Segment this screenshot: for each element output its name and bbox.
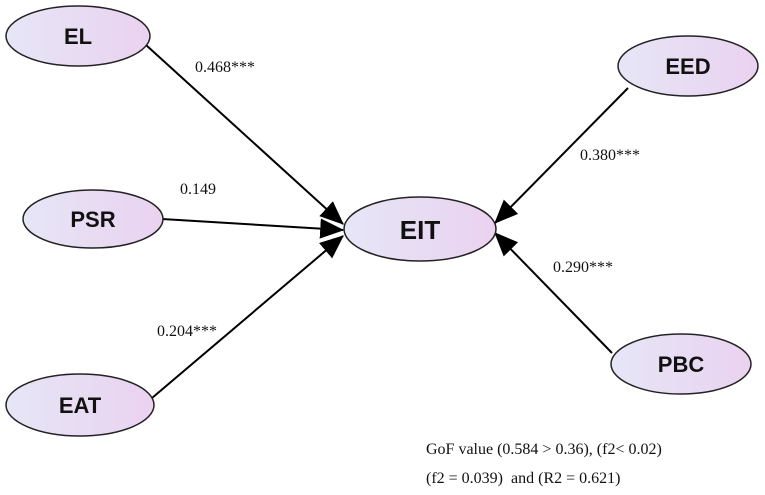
coef-el-eit: 0.468*** [195,59,255,76]
node-pbc-label: PBC [658,352,705,377]
node-eit: EIT [343,196,497,262]
node-pbc: PBC [610,333,752,395]
node-eed-label: EED [665,54,710,79]
node-eit-label: EIT [400,215,441,245]
path-eat-to-eit [151,235,344,399]
coef-psr-eit: 0.149 [180,181,216,198]
fit-note-line2: (f2 = 0.039) and (R2 = 0.621) [426,470,621,487]
path-psr-to-eit [161,218,345,239]
coef-eed-eit: 0.380*** [580,147,640,164]
coef-pbc-eit: 0.290*** [553,259,613,276]
node-psr: PSR [22,189,164,249]
path-eed-to-eit [494,87,629,224]
node-psr-label: PSR [70,207,115,232]
path-pbc-to-eit [494,232,613,354]
node-eat-label: EAT [59,393,102,418]
node-eat: EAT [5,373,155,437]
coef-eat-eit: 0.204*** [157,323,217,340]
node-el-label: EL [64,24,92,49]
node-el: EL [5,5,151,67]
path-el-to-eit [145,44,344,225]
fit-note-line1: GoF value (0.584 > 0.36), (f2< 0.02) [426,441,662,458]
node-eed: EED [617,35,759,97]
